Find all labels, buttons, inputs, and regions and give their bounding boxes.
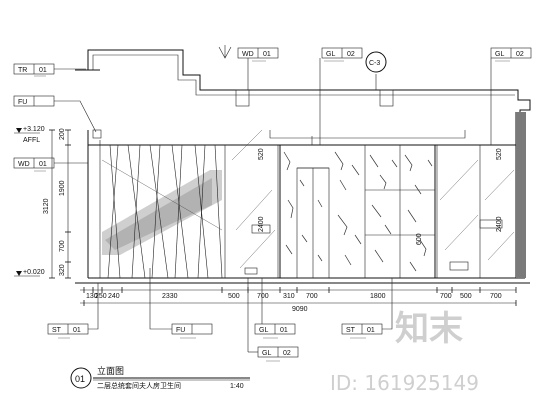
dim-label: 520 [496,148,503,160]
dim-label: 700 [257,293,269,300]
callout-fu-bottom: FU [149,268,213,339]
dim-label: 520 [258,148,265,160]
dim-label: 200 [59,128,66,140]
callout-number: 01 [280,327,288,334]
callout-st01-left: ST 01 [47,283,99,339]
callout-code: TR [18,67,27,74]
dimension-lines [49,129,517,306]
ceiling-level-sub-label: AFFL [23,137,40,144]
ceiling-outline [75,49,531,139]
callout-number: 01 [263,51,271,58]
drawing-subtitle: 二层总统套间夫人房卫生间 [97,381,181,390]
callout-number: 01 [73,327,81,334]
section-marker-label: C-3 [369,60,380,67]
slat-feature-wall [101,144,223,279]
dim-label: 700 [490,293,502,300]
dim-label: 600 [416,233,423,245]
dim-label: 310 [283,293,295,300]
callout-number: 02 [347,51,355,58]
callout-code: ST [52,327,62,334]
dim-label: 1900 [59,180,66,196]
dim-label: 240 [108,293,120,300]
ceiling-level-label: +3.120 [23,126,45,133]
dim-label: 500 [460,293,472,300]
total-dim-label: 9090 [292,306,308,313]
watermark-brand: 知末 [395,309,463,349]
watermark: 知末 ID: 161925149 [330,309,479,395]
callout-code: FU [176,327,185,334]
title-block: 01 立面图 二层总统套间夫人房卫生间 1:40 [70,365,250,390]
marble-panel [279,136,436,279]
callout-code: WD [242,51,254,58]
inner-dimension-labels: 520 520 600 2400 2400 [258,148,503,245]
dim-label: 2400 [258,216,265,232]
bottom-dimension-labels: 130 250 240 2330 500 700 310 700 1800 70… [86,293,502,313]
callout-code: FU [18,99,27,106]
drawing-scale: 1:40 [230,383,244,390]
watermark-id: ID: 161925149 [330,371,479,395]
level-markers: +3.120 AFFL +0.020 [14,126,45,277]
callout-code: WD [18,161,30,168]
callout-code: ST [346,327,356,334]
callout-wd01-top: WD 01 [237,47,279,90]
dim-label: 250 [95,293,107,300]
floor-level-label: +0.020 [23,269,45,276]
callout-gl01-bottom: GL 01 [254,278,296,339]
dim-label: 700 [440,293,452,300]
dim-label: 700 [306,293,318,300]
callout-st01-bottom: ST 01 [341,278,393,339]
callout-number: 01 [367,327,375,334]
dim-label: 130 [86,293,98,300]
callout-code: GL [259,327,268,334]
section-marker: C-3 [218,45,387,90]
callout-number: 01 [39,67,47,74]
callout-code: GL [495,51,504,58]
dim-label: 500 [228,293,240,300]
dim-label: 320 [59,264,66,276]
drawing-name: 立面图 [97,365,124,376]
callout-code: GL [326,51,335,58]
callout-tr01: TR 01 [13,63,86,77]
callout-number: 02 [283,350,291,357]
callout-number: 01 [39,161,47,168]
dim-label: 3120 [43,198,50,214]
callout-gl02-bottom: GL 02 [247,278,299,362]
wall-section-fill [516,112,526,278]
dim-label: 1800 [370,293,386,300]
level-triangle-icon [16,271,22,276]
left-dimension-labels: 200 1900 3120 700 320 [43,128,66,276]
drawing-number-circle-icon [70,367,92,389]
drawing-number: 01 [75,374,85,384]
glass-reflection-lines [231,129,515,275]
level-triangle-icon [16,128,22,133]
callout-code: GL [262,350,271,357]
wall-frame [75,112,530,284]
callout-gl02-top: GL 02 [319,47,363,145]
callout-gl02-right: GL 02 [490,47,532,145]
callout-wd01-left: WD 01 [13,157,88,172]
callout-number: 02 [516,51,524,58]
dim-label: 700 [59,240,66,252]
dim-label: 2400 [496,216,503,232]
dim-label: 2330 [162,293,178,300]
section-circle-icon [365,51,387,73]
callout-fu-left: FU [13,95,102,139]
